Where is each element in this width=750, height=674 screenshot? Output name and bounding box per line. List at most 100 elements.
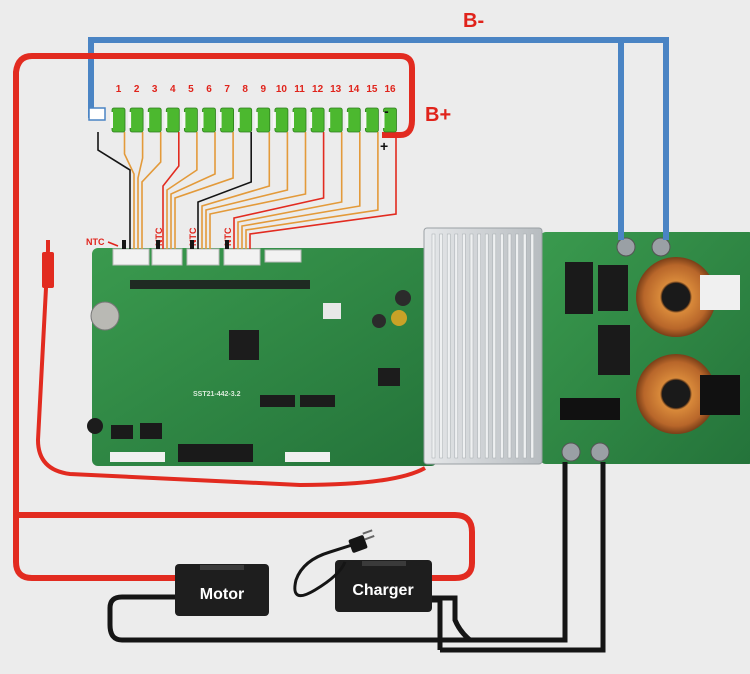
charger-negative-wire [432, 595, 472, 642]
heatsink-fin [454, 233, 459, 459]
cell-tab [363, 112, 367, 128]
balance-wire [197, 132, 252, 249]
power-board [540, 232, 750, 464]
capacitor [700, 375, 740, 415]
balance-wire [137, 132, 144, 249]
heatsink-fin [462, 233, 466, 459]
heatsink-fin [477, 233, 481, 459]
control-board: SST21-442-3.2 [87, 248, 437, 466]
positive-sign: + [380, 138, 388, 154]
cell-tab [272, 112, 276, 128]
mcu-chip [229, 330, 259, 360]
cell-number-label: 4 [170, 84, 176, 95]
balance-wire [209, 132, 307, 249]
p-minus-wire [107, 462, 568, 643]
cell-tab [327, 112, 331, 128]
cell-tab [182, 112, 186, 128]
battery-cell-icon [364, 107, 379, 133]
battery-cell-icon [111, 107, 126, 133]
connector [264, 249, 302, 263]
cell-number-label: 14 [348, 84, 360, 95]
p-minus-terminal [590, 442, 610, 462]
battery-cell-icon [129, 107, 144, 133]
board-model-text: SST21-442-3.2 [193, 391, 241, 398]
ntc-label: NTC [154, 227, 164, 246]
heatsink-fin [439, 233, 443, 459]
cell-number-label: 1 [116, 84, 122, 95]
cell-tab [236, 112, 240, 128]
balance-wire [237, 132, 343, 249]
ntc-arrow [107, 241, 119, 247]
b-plus-wire [13, 53, 415, 581]
heatsink-body [423, 227, 543, 465]
switch [111, 425, 133, 439]
motor-body [175, 564, 269, 616]
cell-number-label: 10 [276, 84, 288, 95]
heatsink-fin [507, 233, 512, 459]
battery-cell-icon [220, 107, 235, 133]
toroid-inductor-icon [636, 354, 716, 434]
motor-box: Motor [175, 564, 269, 616]
heatsink-fin [469, 233, 474, 459]
cell-number-label: 12 [312, 84, 324, 95]
cell-number-label: 16 [384, 84, 396, 95]
buzzer [87, 418, 103, 434]
balance-wire [170, 132, 216, 249]
battery-cell-icon [292, 107, 307, 133]
connector [700, 275, 740, 310]
negative-sign: - [384, 103, 389, 119]
toroid-inductor-icon [636, 257, 716, 337]
capacitor [565, 262, 593, 314]
heatsink-fin [500, 233, 504, 459]
capacitor [560, 398, 620, 420]
b-minus-terminal [651, 237, 671, 257]
cell-tab [291, 112, 294, 128]
charger-label: Charger [352, 582, 413, 599]
balance-wire [162, 132, 180, 249]
battery-cell-icon [202, 107, 216, 133]
cell-number-label: 15 [366, 84, 378, 95]
cell-tab [309, 112, 313, 128]
cell-tab [146, 112, 150, 128]
cell-tab [200, 112, 204, 128]
bottom-connector [178, 444, 253, 462]
balance-wire [166, 132, 198, 249]
b-minus-label: B- [463, 10, 484, 32]
coin-cell-battery [90, 301, 120, 331]
cell-number-label: 11 [294, 84, 305, 95]
heatsink-fin [492, 233, 497, 459]
ntc-sensor-icon [122, 240, 229, 249]
motor-label: Motor [200, 586, 244, 603]
charger-plug-icon [348, 529, 375, 553]
heatsink-fin [484, 233, 489, 459]
balance-connector [151, 248, 183, 266]
battery-cell-icon [346, 107, 361, 133]
battery-cell-icon [328, 107, 343, 133]
heatsink-fin [431, 233, 436, 459]
balance-wire [249, 132, 397, 249]
motor-label-strip [200, 565, 244, 570]
balance-wire [205, 132, 289, 249]
ntc-label: NTC [86, 237, 105, 247]
capacitor [598, 325, 630, 375]
battery-cell-icon [310, 107, 325, 133]
charger-cord [293, 543, 353, 598]
b-plus-label: B+ [425, 104, 451, 126]
balance-connector [112, 248, 150, 266]
charger-box: Charger [293, 529, 432, 612]
heatsink [423, 227, 543, 465]
cell-number-label: 8 [242, 84, 248, 95]
balance-wires [97, 132, 397, 249]
balance-wire [141, 132, 162, 249]
cell-tab [128, 112, 132, 128]
balance-wire [123, 132, 135, 249]
cell-tab [110, 112, 113, 128]
control-pcb [92, 248, 437, 466]
heatsink-fin [446, 233, 451, 459]
charger-body [335, 560, 432, 612]
balance-wire [241, 132, 361, 249]
balance-wire [174, 132, 234, 249]
battery-cell-icon [147, 107, 162, 133]
heatsink-fin [522, 233, 527, 459]
